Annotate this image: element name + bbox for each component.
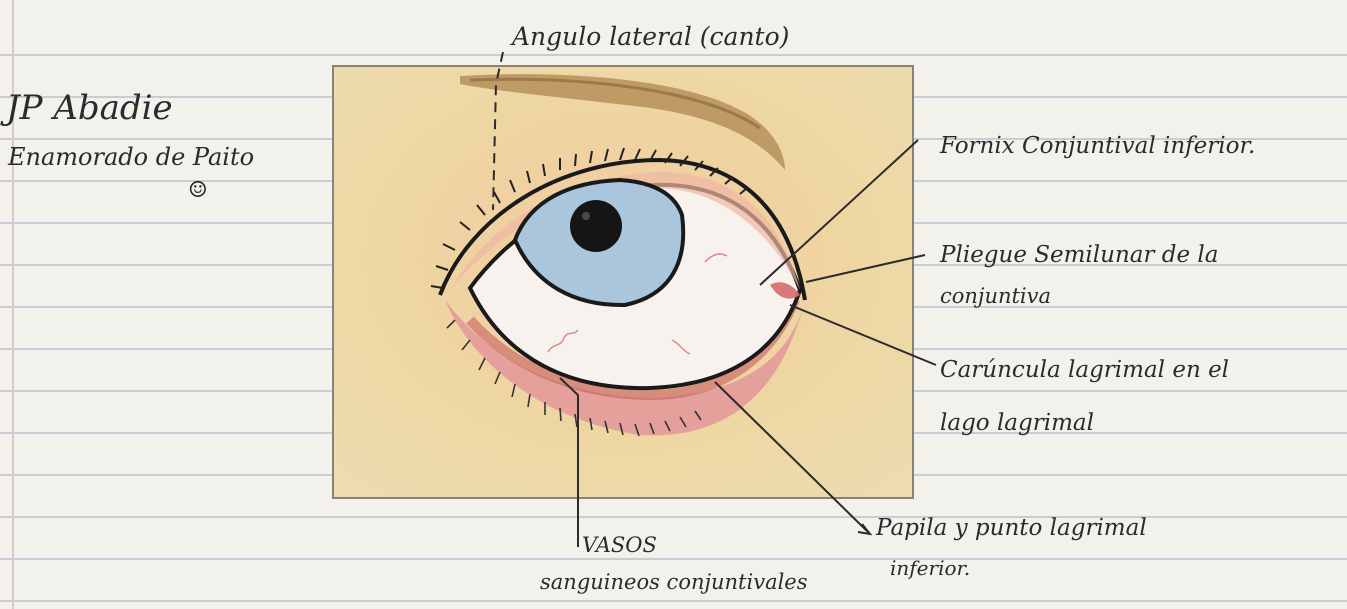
label-pliegue-semilunar: Pliegue Semilunar de la	[940, 242, 1219, 268]
label-caruncula: Carúncula lagrimal en el	[940, 357, 1229, 383]
label-papila-line2: inferior.	[890, 556, 970, 580]
label-vasos: VASOS	[582, 533, 657, 557]
author-name: JP Abadie	[6, 88, 173, 128]
smiley-icon: ☺	[188, 178, 208, 203]
label-fornix: Fornix Conjuntival inferior.	[940, 133, 1255, 159]
pupil	[570, 200, 622, 252]
label-papila: Papila y punto lagrimal	[876, 515, 1147, 541]
label-pliegue-semilunar-line2: conjuntiva	[940, 284, 1051, 308]
author-note: Enamorado de Paito	[8, 143, 254, 171]
label-vasos-line2: sanguineos conjuntivales	[540, 570, 808, 594]
label-lateral-angle: Angulo lateral (canto)	[512, 22, 789, 51]
pupil-highlight	[582, 212, 590, 220]
label-caruncula-line2: lago lagrimal	[940, 410, 1094, 436]
